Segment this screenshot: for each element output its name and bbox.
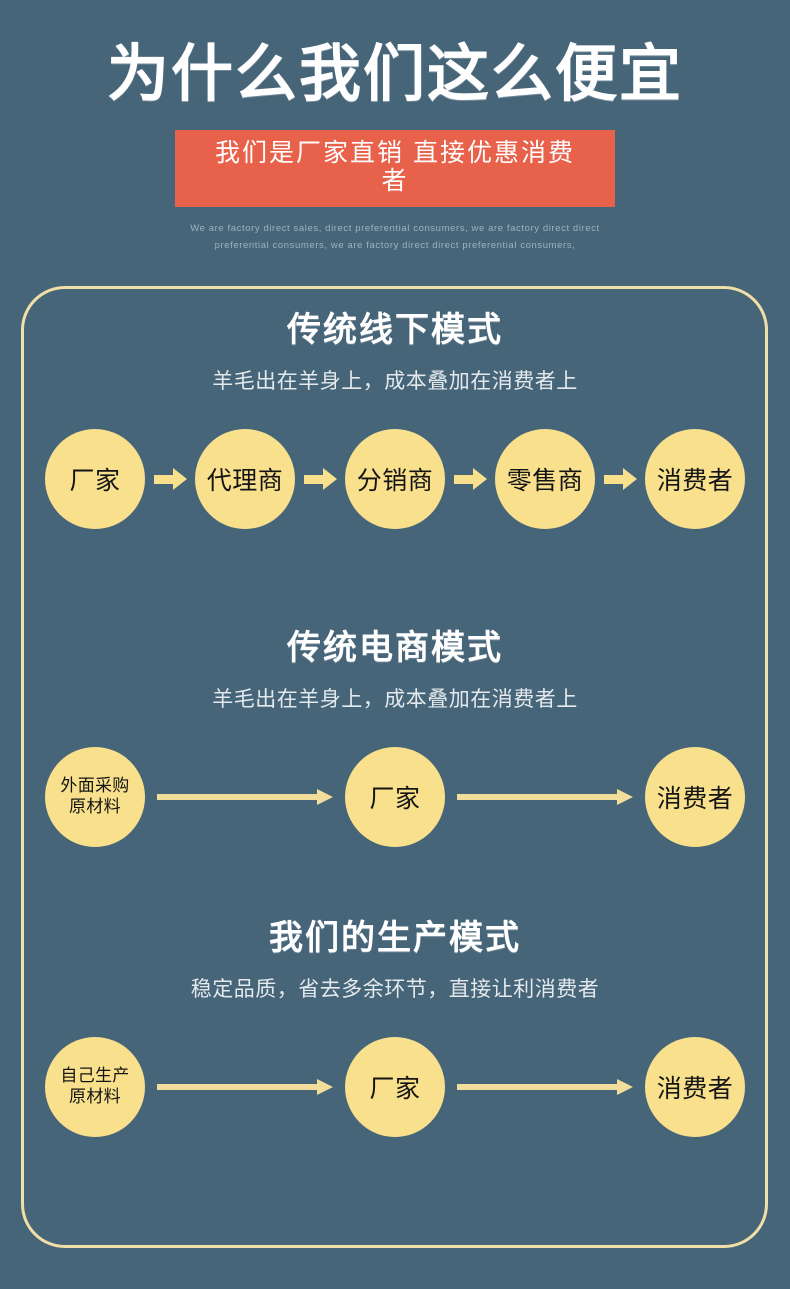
flow-node-label: 外面采购: [60, 775, 130, 795]
flow-section-3: 我们的生产模式稳定品质，省去多余环节，直接让利消费者自己生产原材料 厂家 消费者: [0, 919, 790, 1137]
flow-node: 厂家: [45, 428, 145, 529]
arrow-right-icon: [303, 467, 337, 490]
flow-section-1: 传统线下模式羊毛出在羊身上，成本叠加在消费者上厂家 代理商 分销商 零售商 消费者: [0, 311, 790, 529]
flow-node: 消费者: [645, 746, 745, 847]
flow-node: 自己生产原材料: [45, 1036, 145, 1137]
flow-node-label: 厂家: [69, 466, 121, 495]
flow-node-label: 零售商: [506, 466, 584, 495]
arrow-right-icon: [157, 788, 333, 805]
section-subtitle: 羊毛出在羊身上，成本叠加在消费者上: [212, 370, 578, 394]
flow-node: 分销商: [345, 428, 445, 529]
section-subtitle: 羊毛出在羊身上，成本叠加在消费者上: [212, 688, 578, 712]
english-subtitle: We are factory direct sales, direct pref…: [190, 223, 600, 251]
arrow-right-icon: [457, 1078, 633, 1095]
flow-node-label: 消费者: [656, 1074, 734, 1103]
arrow-right-icon: [153, 467, 187, 490]
arrow-right-icon: [457, 788, 633, 805]
flow-node-label: 消费者: [656, 784, 734, 813]
arrow-right-icon: [603, 467, 637, 490]
flow-node: 零售商: [495, 428, 595, 529]
flow-row: 自己生产原材料 厂家 消费者: [45, 1036, 745, 1137]
flow-row: 厂家 代理商 分销商 零售商 消费者: [45, 428, 745, 529]
flow-node: 厂家: [345, 746, 445, 847]
flow-section-2: 传统电商模式羊毛出在羊身上，成本叠加在消费者上外面采购原材料 厂家 消费者: [0, 629, 790, 847]
flow-node-label: 原材料: [69, 796, 121, 816]
flow-node: 代理商: [195, 428, 295, 529]
arrow-right-icon: [157, 1078, 333, 1095]
flow-diagram: 外面采购原材料 厂家 消费者: [0, 746, 790, 847]
promo-banner: 我们是厂家直销 直接优惠消费者: [175, 130, 615, 207]
flow-diagram: 厂家 代理商 分销商 零售商 消费者: [0, 428, 790, 529]
flow-node-label: 厂家: [369, 1074, 421, 1103]
flow-node-label: 原材料: [69, 1086, 121, 1106]
section-subtitle: 稳定品质，省去多余环节，直接让利消费者: [190, 978, 600, 1002]
flow-node-label: 自己生产: [60, 1065, 130, 1085]
flow-row: 外面采购原材料 厂家 消费者: [45, 746, 745, 847]
page-title: 为什么我们这么便宜: [106, 40, 683, 109]
arrow-right-icon: [453, 467, 487, 490]
flow-node-label: 分销商: [356, 466, 434, 495]
flow-node: 厂家: [345, 1036, 445, 1137]
section-title: 传统线下模式: [287, 311, 503, 349]
flow-diagram: 自己生产原材料 厂家 消费者: [0, 1036, 790, 1137]
banner-wrapper: 我们是厂家直销 直接优惠消费者: [0, 130, 790, 207]
flow-node-label: 厂家: [369, 784, 421, 813]
flow-node: 外面采购原材料: [45, 746, 145, 847]
flow-node-label: 代理商: [206, 466, 284, 495]
section-title: 传统电商模式: [287, 629, 503, 667]
page-header: 为什么我们这么便宜 我们是厂家直销 直接优惠消费者 We are factory…: [0, 0, 790, 254]
flow-node-label: 消费者: [656, 466, 734, 495]
flow-node: 消费者: [645, 1036, 745, 1137]
flow-node: 消费者: [645, 428, 745, 529]
section-title: 我们的生产模式: [269, 919, 521, 957]
